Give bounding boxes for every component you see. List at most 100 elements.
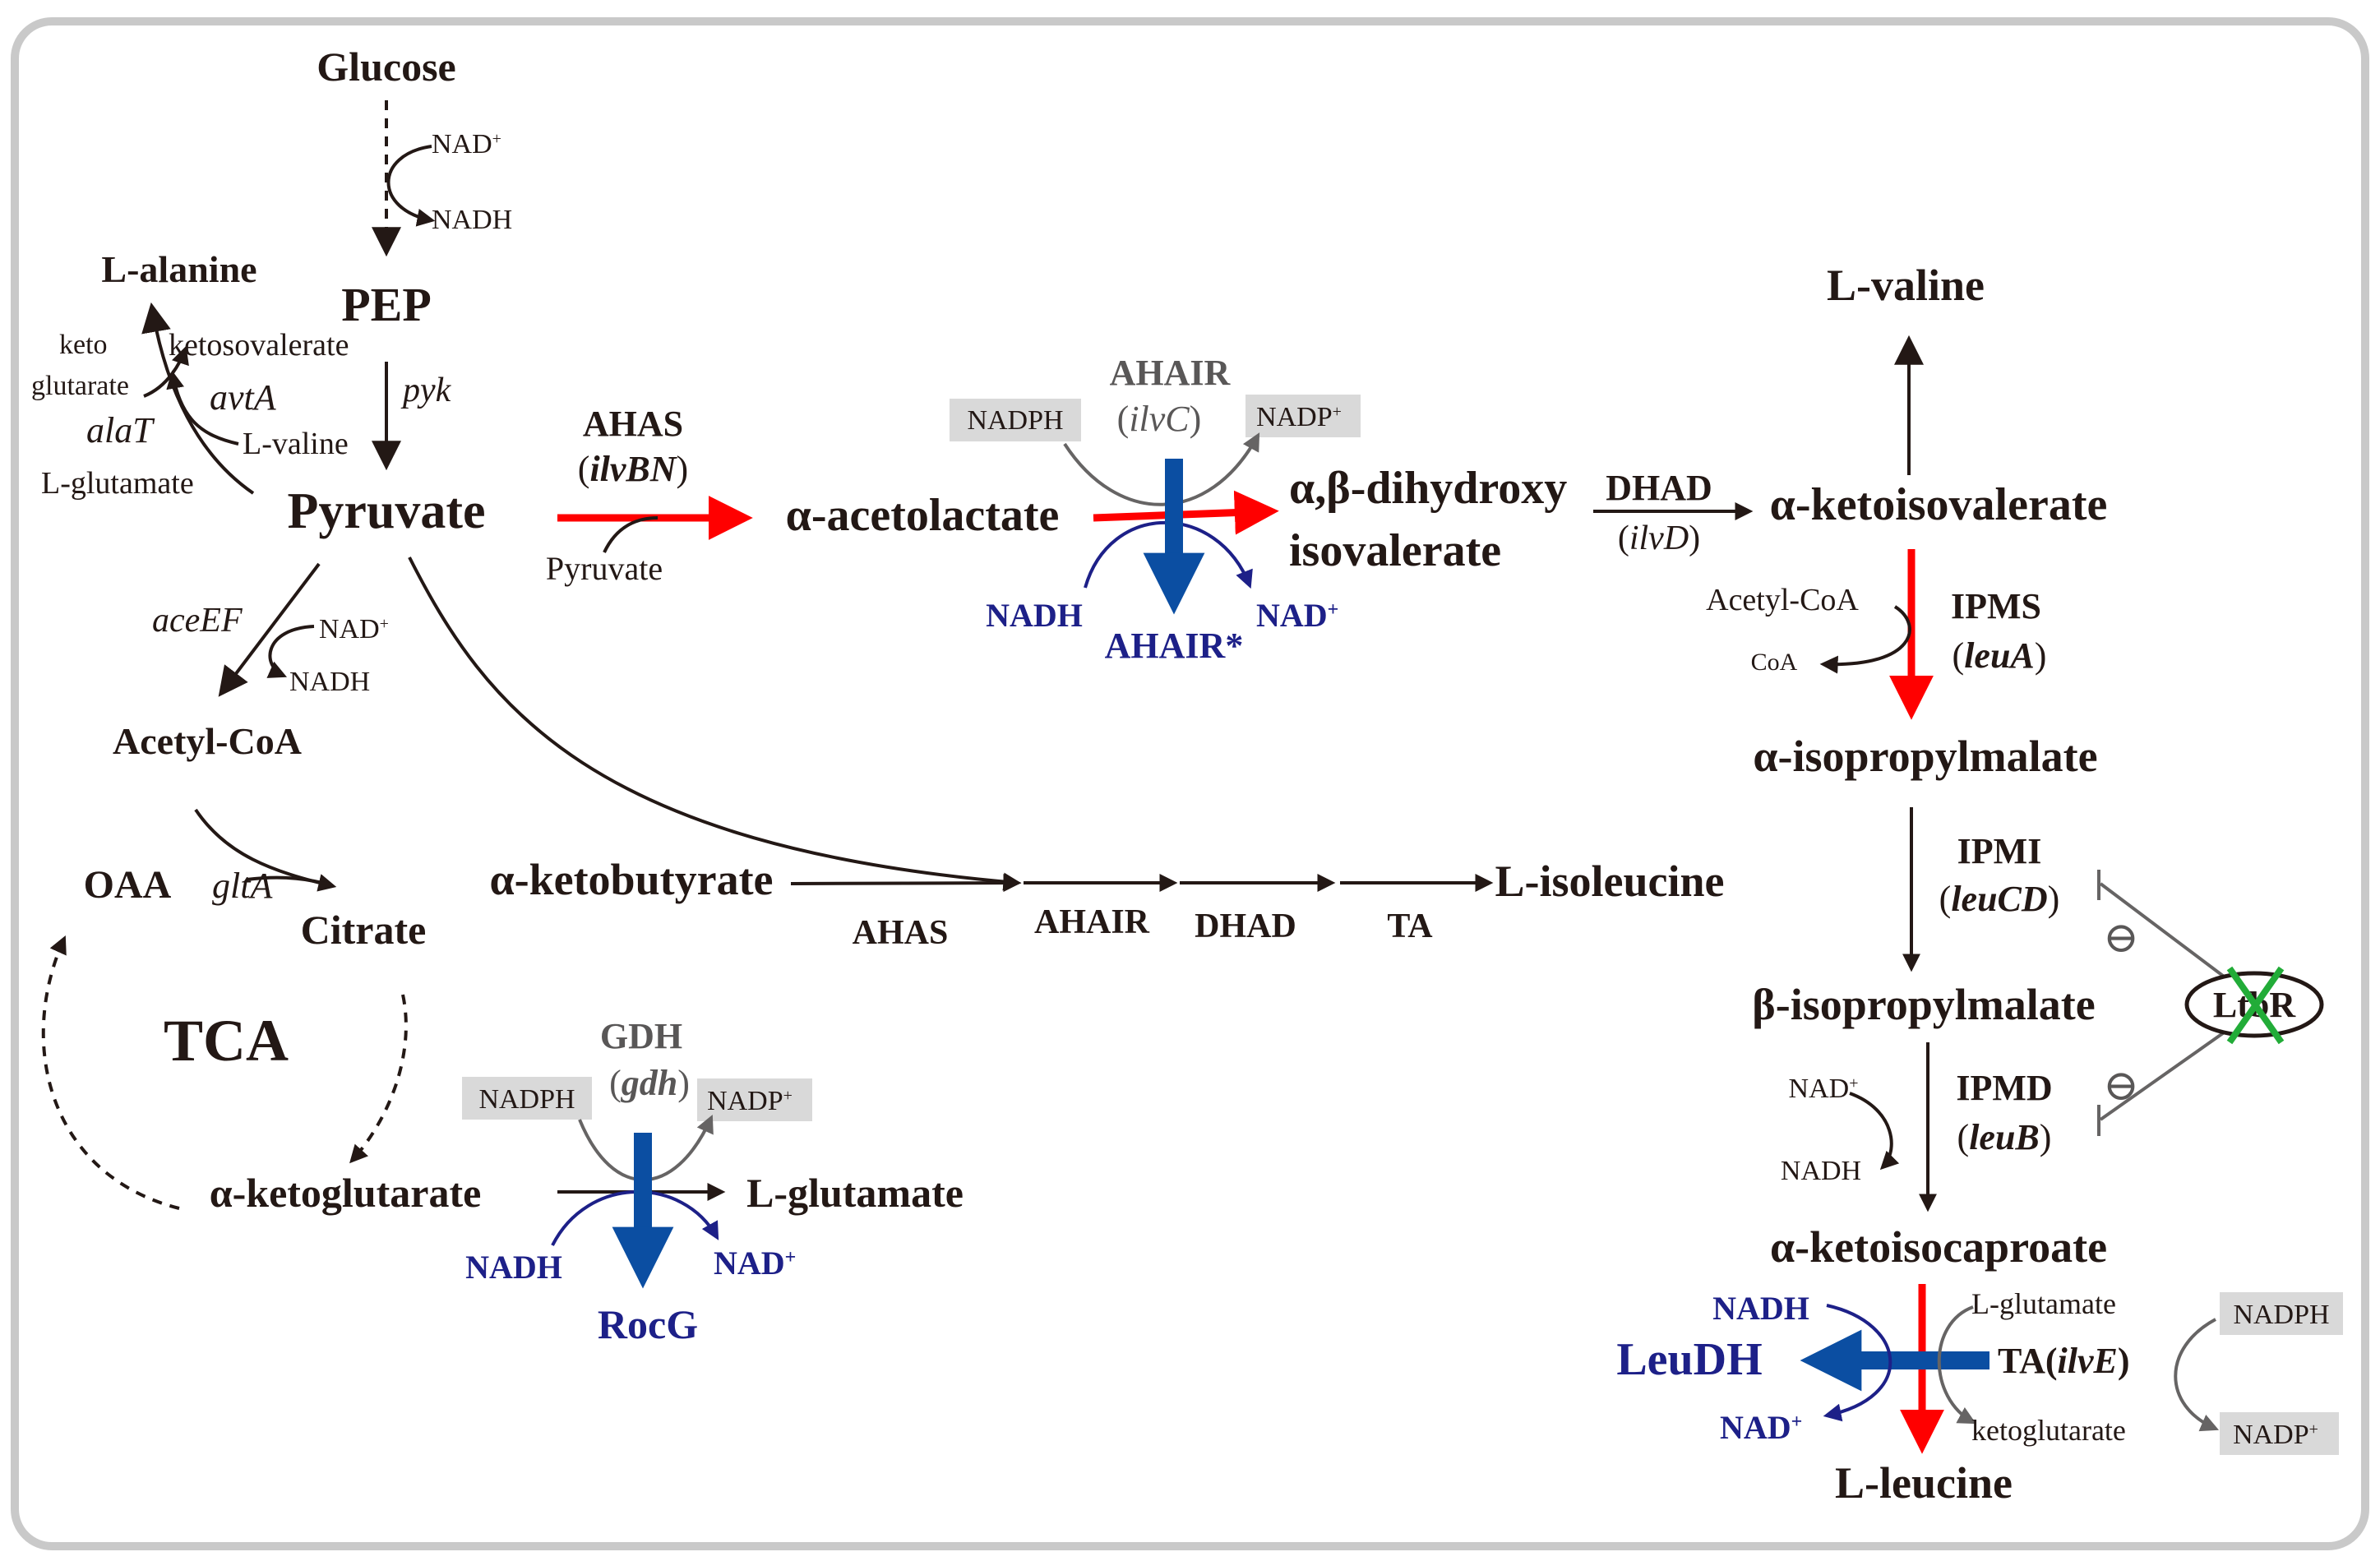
isopropylmalate-beta-label: β-isopropylmalate [1752, 980, 2095, 1029]
ipmd-nad-label: NAD+ [1789, 1074, 1859, 1104]
leudh-nadh-label: NADH [1712, 1290, 1809, 1327]
leudh-nad-label: NAD+ [1720, 1409, 1802, 1446]
ketoisocaproate-label: α-ketoisocaproate [1770, 1222, 2107, 1272]
isopropylmalate-alpha-label: α-isopropylmalate [1753, 732, 2097, 781]
ta-label: TA(ilvE) [1998, 1341, 2130, 1381]
diagram-frame [11, 17, 2369, 1550]
gdh-nad-label: NAD+ [714, 1245, 796, 1282]
ahair-nadh-arc [1084, 521, 1253, 589]
glutarate-label: glutarate [31, 371, 129, 401]
ketosovalerate-label: ketosovalerate [169, 328, 349, 363]
pyruvate-acetylcoa-arrow [218, 562, 321, 697]
ipmi-name: IPMI [1957, 831, 2042, 871]
gdh-nadph-box [462, 1077, 592, 1120]
akg-label: α-ketoglutarate [210, 1170, 482, 1216]
ile-ahair-label: AHAIR [1034, 903, 1150, 941]
ile-dhad-label: DHAD [1195, 908, 1296, 945]
pyruvate-label: Pyruvate [287, 483, 485, 539]
acetyl-nad-arc [266, 625, 315, 678]
ta-nadph-label: NADPH [2233, 1300, 2329, 1330]
l-glutamate-small-label: L-glutamate [41, 466, 194, 501]
alanine-arrow-avtA [166, 370, 239, 446]
ahair-gene: (ilvC) [1117, 399, 1202, 439]
gdh-nadp-label: NADP+ [707, 1086, 793, 1116]
ahair-mutant-label: AHAIR* [1105, 626, 1244, 666]
ahair-nadh-label: NADH [986, 597, 1083, 634]
gdh-name: GDH [600, 1016, 682, 1056]
keto-glutarate-arc [143, 345, 189, 398]
l-isoleucine-label: L-isoleucine [1495, 857, 1725, 906]
tca-cycle-right-arc [349, 994, 408, 1164]
ta-nadph-box [2220, 1292, 2343, 1335]
ta-nadph-regen-arc [2174, 1318, 2220, 1432]
dhad-gene: (ilvD) [1618, 520, 1700, 557]
ipms-name: IPMS [1951, 586, 2041, 626]
glucose-nadh-label: NADH [432, 205, 512, 235]
rocg-label: RocG [598, 1301, 698, 1347]
ketobutyrate-ahas-arrow [790, 874, 1022, 893]
acetyl-nad-label: NAD+ [319, 614, 389, 644]
ketoisovalerate-label: α-ketoisovalerate [1770, 479, 2108, 530]
l-leucine-label: L-leucine [1835, 1458, 2013, 1508]
ipms-coa-label: CoA [1751, 649, 1798, 676]
ipmd-nad-arc [1849, 1092, 1900, 1171]
pyruvate-isoleucine-curve [408, 557, 1022, 891]
avtA-label: avtA [210, 377, 277, 418]
dhad-name: DHAD [1606, 468, 1712, 508]
ta-glutamate-arc [1937, 1305, 1976, 1425]
acetolactate-label: α-acetolactate [786, 490, 1060, 541]
aceEF-label: aceEF [152, 602, 243, 640]
ile-ta-label: TA [1387, 908, 1433, 945]
tca-label: TCA [164, 1008, 289, 1074]
ketobutyrate-label: α-ketobutyrate [489, 855, 773, 904]
glucose-label: Glucose [317, 44, 455, 90]
keto-label: keto [59, 330, 108, 360]
gdh-nadp-box [697, 1078, 812, 1121]
ltbr-inhibit-ipmi-symbol: ⊖ [2103, 915, 2139, 962]
ipms-acetylcoa-label: Acetyl-CoA [1706, 583, 1859, 617]
l-alanine-label: L-alanine [101, 248, 256, 290]
dhiv-label-line1: α,β-dihydroxy [1289, 463, 1567, 514]
ile-ahas-label: AHAS [853, 914, 949, 952]
ahair-nadp-label: NADP+ [1256, 402, 1342, 432]
ipmd-nadh-label: NADH [1781, 1156, 1861, 1186]
acetyl-coa-label: Acetyl-CoA [113, 720, 302, 762]
pyk-label: pyk [400, 372, 452, 409]
l-glutamate-label: L-glutamate [746, 1170, 964, 1216]
l-valine-small-label: L-valine [243, 427, 349, 461]
leudh-label: LeuDH [1616, 1334, 1762, 1385]
gdh-nadph-label: NADPH [478, 1084, 575, 1115]
ipmd-name: IPMD [1956, 1068, 2052, 1108]
ahair-name: AHAIR [1110, 353, 1232, 393]
ahas-pyruvate-label: Pyruvate [546, 550, 663, 587]
ipmd-gene: (leuB) [1957, 1117, 2052, 1157]
gltA-label: gltA [212, 866, 273, 906]
ahair-nadph-label: NADPH [967, 405, 1063, 436]
ahair-nadp-box [1245, 395, 1361, 437]
glucose-nad-label: NAD+ [432, 129, 501, 159]
ahas-pyruvate-arc [603, 516, 659, 553]
dhiv-label-line2: isovalerate [1289, 525, 1501, 576]
pep-label: PEP [341, 278, 432, 331]
leudh-nadh-arc [1823, 1304, 1892, 1422]
oaa-citrate-arrow [246, 875, 334, 888]
ipms-acetylcoa-arc [1819, 605, 1911, 674]
ltbr-inhibit-ipmd-symbol: ⊖ [2103, 1063, 2139, 1110]
gdh-nadh-label: NADH [465, 1249, 562, 1286]
alanine-arrow-alaT [141, 302, 255, 495]
citrate-label: Citrate [301, 907, 427, 953]
ipms-gene: (leuA) [1953, 635, 2047, 676]
ahas-gene: (ilvBN) [578, 449, 688, 489]
ta-nadp-box [2220, 1412, 2339, 1455]
l-valine-label: L-valine [1827, 261, 1985, 310]
ahair-nadph-box [950, 399, 1081, 441]
ipmi-gene: (leuCD) [1939, 879, 2060, 919]
glucose-nad-cofactor-arc [386, 145, 436, 227]
ta-nadp-label: NADP+ [2233, 1420, 2318, 1450]
oaa-label: OAA [84, 863, 172, 907]
ahair-nad-label: NAD+ [1256, 597, 1338, 634]
ahair-nadph-arc [1063, 432, 1260, 506]
acetyl-nadh-label: NADH [289, 667, 370, 697]
tca-cycle-left-arc [41, 935, 180, 1210]
